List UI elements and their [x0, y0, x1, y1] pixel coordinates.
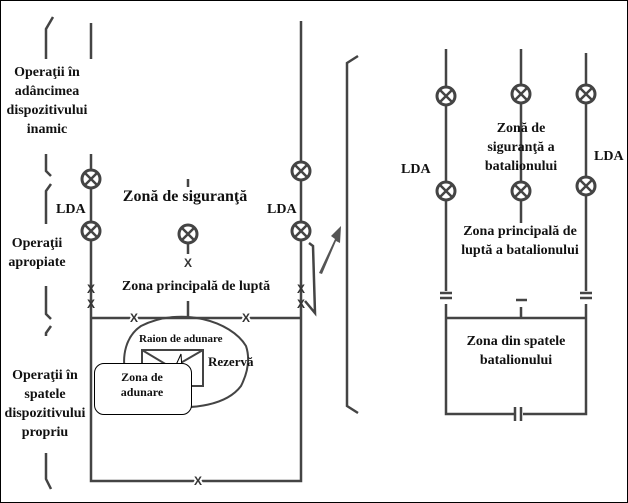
callout-box: [94, 363, 192, 415]
lda-symbol: [575, 83, 597, 105]
boundary-marks: XX XX X X X X: [87, 256, 305, 490]
svg-text:X: X: [130, 311, 138, 325]
lda-symbol: [510, 83, 532, 105]
lda-symbol: [510, 180, 532, 202]
label-close-operations: Operaţii apropiate: [8, 236, 66, 270]
lda-label-left: LDA: [56, 202, 86, 217]
reserve-label: Rezervă: [208, 354, 254, 369]
lda-symbol: [80, 168, 102, 190]
lda-symbol: [575, 175, 597, 197]
lda-symbol: [177, 223, 199, 245]
brace-segment: [44, 16, 55, 59]
svg-text:X: X: [297, 297, 305, 311]
svg-text:X: X: [87, 282, 95, 296]
brace-segment: [44, 286, 53, 336]
battalion-main-battle-zone-label: Zona principală de luptă a batalionului: [461, 224, 579, 258]
svg-text:X: X: [184, 256, 192, 270]
security-zone-label: Zonă de siguranţă: [122, 188, 248, 205]
svg-text:X: X: [87, 297, 95, 311]
battalion-security-zone-label: Zonă de siguranţă a batalionului: [484, 121, 558, 174]
svg-text:X: X: [297, 282, 305, 296]
svg-text:X: X: [194, 474, 202, 488]
brace-segment: [44, 453, 53, 490]
arrow-icon: [319, 226, 341, 274]
lda-symbol: [290, 160, 312, 182]
right-lda-label-right: LDA: [594, 149, 624, 164]
lda-symbol: [435, 180, 457, 202]
battalion-rear-zone-label: Zona din spatele batalionului: [466, 334, 566, 368]
svg-text:X: X: [242, 311, 250, 325]
bracket: [345, 54, 359, 415]
lda-symbol: [80, 220, 102, 242]
callout-label: Zona de adunare: [120, 370, 164, 399]
assembly-area-label: Raion de adunare: [139, 333, 223, 345]
label-rear-operations: Operaţii în spatele dispozitivului propr…: [4, 368, 86, 440]
main-battle-zone-label: Zona principală de luptă: [121, 279, 271, 294]
lda-symbol: [435, 85, 457, 107]
label-depth-operations: Operaţii în adâncimea dispozitivului ina…: [6, 65, 88, 137]
lda-label-right: LDA: [267, 202, 297, 217]
brace-segment: [44, 154, 53, 224]
lda-symbol: [290, 220, 312, 242]
right-lda-label-left: LDA: [401, 162, 431, 177]
